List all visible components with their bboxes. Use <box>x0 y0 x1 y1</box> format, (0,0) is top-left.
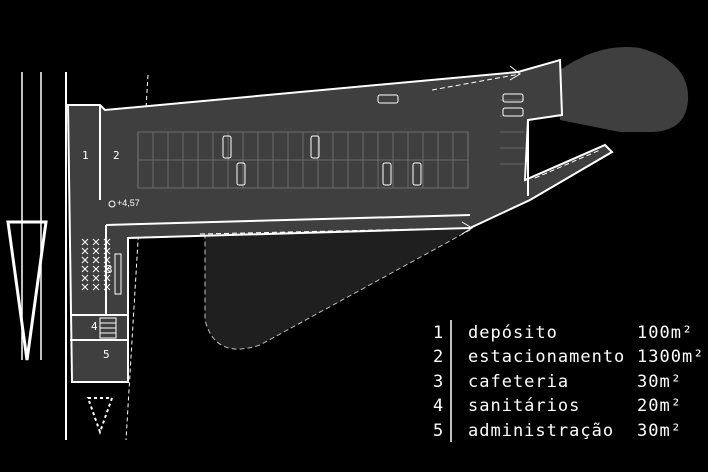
legend-area-1: 100m² <box>637 323 693 343</box>
legend-name-3: cafeteria <box>468 372 569 392</box>
legend-area-2: 1300m² <box>637 347 704 367</box>
cafe-table <box>103 247 111 255</box>
building-floor <box>66 58 614 383</box>
cafe-table <box>92 247 100 255</box>
legend-area-3: 30m² <box>637 372 682 392</box>
car <box>236 162 246 186</box>
cafe-table <box>103 238 111 246</box>
entry-arrow <box>509 65 521 81</box>
room-number-2: 2 <box>113 149 120 162</box>
legend-row-5: 5 administração 30m² <box>433 421 682 441</box>
room-number-4: 4 <box>91 320 98 333</box>
cafe-table <box>81 265 89 273</box>
car <box>412 162 422 186</box>
legend-row-1: 1 depósito 100m² <box>433 323 693 343</box>
legend-name-4: sanitários <box>468 396 580 416</box>
exit-arrow <box>461 221 473 235</box>
legend-area-4: 20m² <box>637 396 682 416</box>
traffic-island <box>6 220 114 436</box>
cafe-table <box>92 274 100 282</box>
cafe-table <box>81 256 89 264</box>
level-mark: +4,57 <box>108 198 140 208</box>
legend: 1 depósito 100m² 2 estacionamento 1300m²… <box>433 320 704 442</box>
cafeteria-tables <box>81 238 111 291</box>
car <box>310 135 320 159</box>
cafe-table <box>81 238 89 246</box>
room-number-5: 5 <box>103 348 110 361</box>
legend-num-4: 4 <box>433 396 444 416</box>
legend-num-5: 5 <box>433 421 444 441</box>
cafe-table <box>92 283 100 291</box>
legend-row-2: 2 estacionamento 1300m² <box>433 347 704 367</box>
legend-name-5: administração <box>468 421 614 441</box>
car <box>502 107 524 117</box>
cafe-table <box>81 283 89 291</box>
parked-cars <box>222 93 524 186</box>
car <box>222 135 232 159</box>
legend-num-1: 1 <box>433 323 444 343</box>
car <box>382 162 392 186</box>
legend-row-4: 4 sanitários 20m² <box>433 396 682 416</box>
car <box>502 93 524 103</box>
toilet-fixtures <box>99 317 117 339</box>
legend-num-3: 3 <box>433 372 444 392</box>
cafe-table <box>103 265 111 273</box>
legend-area-5: 30m² <box>637 421 682 441</box>
road-lines <box>21 72 149 441</box>
cafe-table <box>92 256 100 264</box>
legend-name-2: estacionamento <box>468 347 625 367</box>
cafeteria-counter <box>114 253 122 295</box>
cafe-table <box>81 274 89 282</box>
legend-name-1: depósito <box>468 323 558 343</box>
legend-num-2: 2 <box>433 347 444 367</box>
legend-row-3: 3 cafeteria 30m² <box>433 372 682 392</box>
level-mark-text: +4,57 <box>117 198 140 208</box>
car <box>377 94 399 104</box>
parking-stalls <box>137 99 524 189</box>
cafe-table <box>103 283 111 291</box>
room-number-1: 1 <box>82 149 89 162</box>
room-number-3: 3 <box>106 263 113 276</box>
cafe-table <box>103 256 111 264</box>
cafe-table <box>92 238 100 246</box>
round-plaza <box>560 46 689 132</box>
cafe-table <box>92 265 100 273</box>
drive-lanes <box>199 73 601 235</box>
cafe-table <box>81 247 89 255</box>
cafe-table <box>103 274 111 282</box>
